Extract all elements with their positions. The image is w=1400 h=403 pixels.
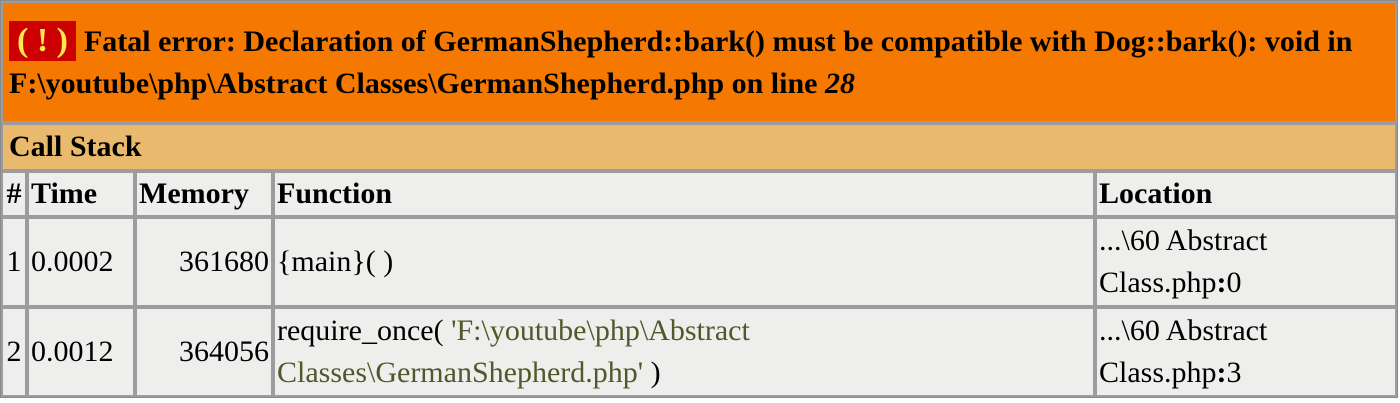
row-time: 0.0002 [27,217,135,307]
row-time: 0.0012 [27,307,135,397]
location-file: ...\60 Abstract Class.php [1099,224,1268,299]
call-stack-title: Call Stack [1,123,1397,171]
col-header-location: Location [1095,171,1397,217]
column-header-row: # Time Memory Function Location [1,171,1397,217]
col-header-function: Function [273,171,1095,217]
location-line: 3 [1226,356,1242,389]
col-header-num: # [1,171,27,217]
error-row: ( ! )Fatal error: Declaration of GermanS… [1,1,1397,123]
row-memory: 364056 [135,307,273,397]
col-header-memory: Memory [135,171,273,217]
warning-icon: ( ! ) [9,21,76,61]
error-line-number: 28 [824,67,855,100]
row-location[interactable]: ...\60 Abstract Class.php:0 [1095,217,1397,307]
row-function: {main}( ) [273,217,1095,307]
location-separator: : [1216,356,1227,389]
col-header-time: Time [27,171,135,217]
location-separator: : [1216,266,1227,299]
function-name: require_once( [277,314,452,347]
function-argument: 'F:\youtube\php\Abstract Classes\GermanS… [277,314,750,389]
row-num: 2 [1,307,27,397]
function-name: {main}( ) [277,245,394,278]
row-num: 1 [1,217,27,307]
location-line: 0 [1226,266,1242,299]
function-close: ) [643,356,661,389]
table-row: 1 0.0002 361680 {main}( ) ...\60 Abstrac… [1,217,1397,307]
error-prefix: Fatal error: [83,25,244,58]
row-memory: 361680 [135,217,273,307]
location-file: ...\60 Abstract Class.php [1099,314,1268,389]
row-location[interactable]: ...\60 Abstract Class.php:3 [1095,307,1397,397]
table-row: 2 0.0012 364056 require_once( 'F:\youtub… [1,307,1397,397]
call-stack-title-row: Call Stack [1,123,1397,171]
error-message: Declaration of GermanShepherd::bark() mu… [9,25,1353,100]
row-function: require_once( 'F:\youtube\php\Abstract C… [273,307,1095,397]
error-banner: ( ! )Fatal error: Declaration of GermanS… [1,1,1397,123]
